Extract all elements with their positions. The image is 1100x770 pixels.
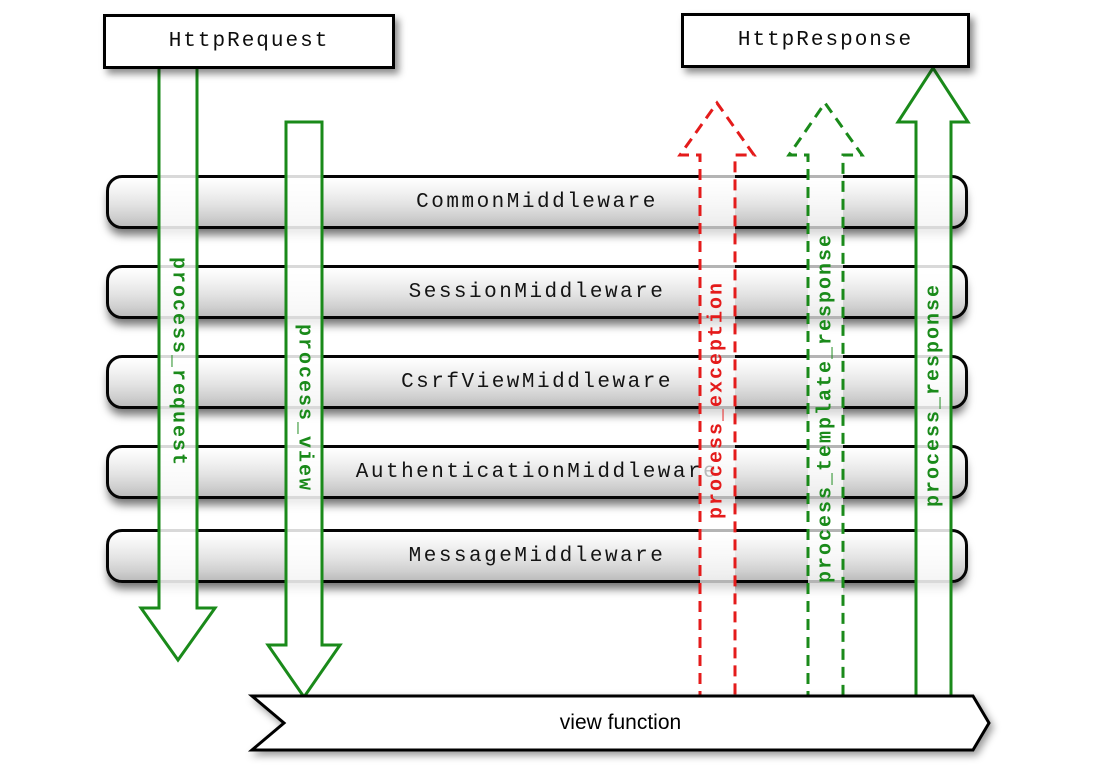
http-response-box: HttpResponse <box>681 13 970 68</box>
process-exception-label: process_exception <box>705 280 729 520</box>
process-request-label: process_request <box>166 256 190 468</box>
middleware-bar-csrfview: CsrfViewMiddleware <box>106 355 968 409</box>
middleware-bar-label: MessageMiddleware <box>408 544 666 568</box>
middleware-bar-common: CommonMiddleware <box>106 175 968 229</box>
middleware-bar-label: CsrfViewMiddleware <box>401 370 673 394</box>
process-template-response-label: process_template_response <box>814 232 838 584</box>
http-response-label: HttpResponse <box>737 29 914 52</box>
middleware-bar-session: SessionMiddleware <box>106 265 968 319</box>
middleware-bar-label: AuthenticationMiddleware <box>355 460 719 484</box>
middleware-bar-authentication: AuthenticationMiddleware <box>106 445 968 499</box>
process-response-label: process_response <box>922 282 946 508</box>
view-function-label: view function <box>559 711 682 734</box>
http-request-label: HttpRequest <box>168 30 330 53</box>
middleware-bar-label: SessionMiddleware <box>408 280 666 304</box>
middleware-bar-message: MessageMiddleware <box>106 529 968 583</box>
process-view-label: process_view <box>292 323 316 493</box>
http-request-box: HttpRequest <box>103 14 395 69</box>
middleware-bar-label: CommonMiddleware <box>416 190 658 214</box>
